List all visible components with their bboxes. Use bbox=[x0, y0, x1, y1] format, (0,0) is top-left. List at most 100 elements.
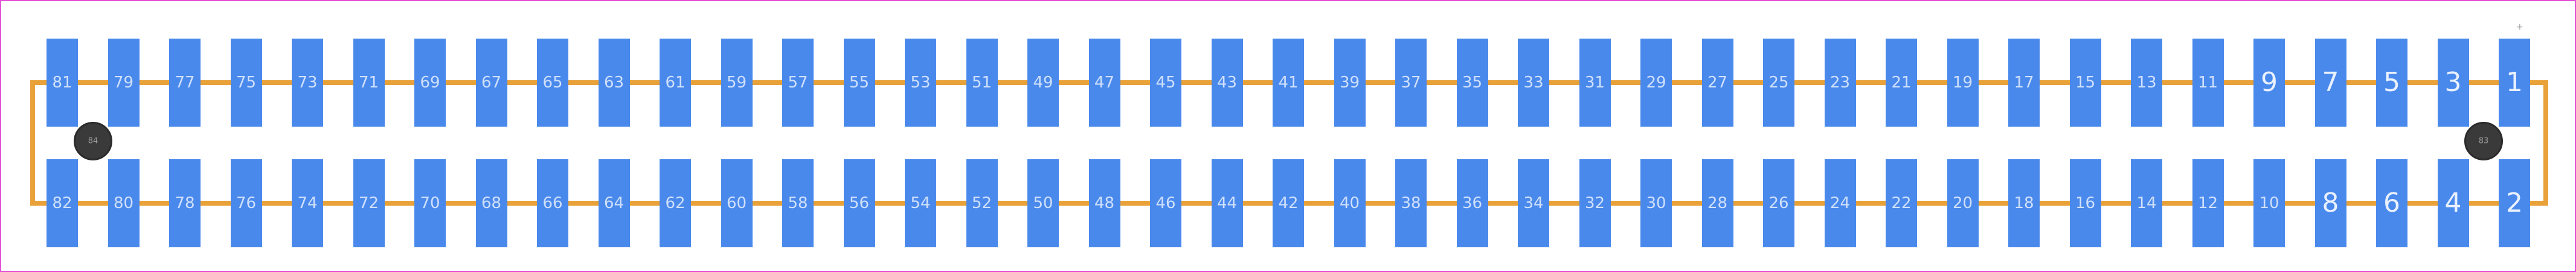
pad-40[interactable]: 40 bbox=[1334, 159, 1366, 247]
pad-33[interactable]: 33 bbox=[1518, 39, 1549, 127]
pad-49[interactable]: 49 bbox=[1027, 39, 1059, 127]
pad-69[interactable]: 69 bbox=[414, 39, 446, 127]
pad-41[interactable]: 41 bbox=[1273, 39, 1304, 127]
pad-13[interactable]: 13 bbox=[2131, 39, 2162, 127]
pad-10[interactable]: 10 bbox=[2253, 159, 2285, 247]
pad-72[interactable]: 72 bbox=[353, 159, 385, 247]
pad-70[interactable]: 70 bbox=[414, 159, 446, 247]
pad-76[interactable]: 76 bbox=[230, 159, 262, 247]
bottom-trace-segment bbox=[260, 201, 293, 206]
pad-38[interactable]: 38 bbox=[1395, 159, 1427, 247]
pad-19[interactable]: 19 bbox=[1947, 39, 1979, 127]
pad-11[interactable]: 11 bbox=[2192, 39, 2224, 127]
pad-number: 19 bbox=[1952, 74, 1973, 92]
pad-77[interactable]: 77 bbox=[169, 39, 201, 127]
pad-34[interactable]: 34 bbox=[1518, 159, 1549, 247]
pad-63[interactable]: 63 bbox=[598, 39, 630, 127]
pad-26[interactable]: 26 bbox=[1763, 159, 1794, 247]
pad-16[interactable]: 16 bbox=[2069, 159, 2101, 247]
mounting-hole-83[interactable]: 83 bbox=[2464, 122, 2503, 160]
pad-74[interactable]: 74 bbox=[292, 159, 323, 247]
pad-55[interactable]: 55 bbox=[843, 39, 875, 127]
pad-1[interactable]: 1 bbox=[2499, 39, 2530, 127]
pad-21[interactable]: 21 bbox=[1886, 39, 1917, 127]
pad-number: 67 bbox=[481, 74, 502, 92]
pad-52[interactable]: 52 bbox=[966, 159, 998, 247]
pad-37[interactable]: 37 bbox=[1395, 39, 1427, 127]
pad-73[interactable]: 73 bbox=[292, 39, 323, 127]
pad-35[interactable]: 35 bbox=[1456, 39, 1488, 127]
pad-48[interactable]: 48 bbox=[1088, 159, 1120, 247]
mounting-hole-84[interactable]: 84 bbox=[74, 122, 112, 160]
pad-number: 8 bbox=[2322, 188, 2339, 218]
pad-6[interactable]: 6 bbox=[2376, 159, 2407, 247]
pad-50[interactable]: 50 bbox=[1027, 159, 1059, 247]
pad-39[interactable]: 39 bbox=[1334, 39, 1366, 127]
pad-5[interactable]: 5 bbox=[2376, 39, 2407, 127]
pad-82[interactable]: 82 bbox=[47, 159, 78, 247]
pad-36[interactable]: 36 bbox=[1456, 159, 1488, 247]
pad-number: 33 bbox=[1523, 74, 1544, 92]
pad-60[interactable]: 60 bbox=[721, 159, 753, 247]
pad-18[interactable]: 18 bbox=[2008, 159, 2040, 247]
pad-25[interactable]: 25 bbox=[1763, 39, 1794, 127]
pad-9[interactable]: 9 bbox=[2253, 39, 2285, 127]
pad-59[interactable]: 59 bbox=[721, 39, 753, 127]
pad-number: 13 bbox=[2136, 74, 2157, 92]
pad-28[interactable]: 28 bbox=[1701, 159, 1733, 247]
pad-54[interactable]: 54 bbox=[905, 159, 936, 247]
pad-27[interactable]: 27 bbox=[1701, 39, 1733, 127]
pad-51[interactable]: 51 bbox=[966, 39, 998, 127]
pad-29[interactable]: 29 bbox=[1640, 39, 1672, 127]
pad-58[interactable]: 58 bbox=[782, 159, 814, 247]
pad-57[interactable]: 57 bbox=[782, 39, 814, 127]
pad-44[interactable]: 44 bbox=[1211, 159, 1243, 247]
pad-65[interactable]: 65 bbox=[537, 39, 568, 127]
bottom-trace-segment bbox=[2038, 201, 2071, 206]
pad-79[interactable]: 79 bbox=[108, 39, 140, 127]
pad-64[interactable]: 64 bbox=[598, 159, 630, 247]
pad-number: 27 bbox=[1707, 74, 1728, 92]
pad-24[interactable]: 24 bbox=[1824, 159, 1856, 247]
pad-number: 22 bbox=[1891, 194, 1912, 212]
pad-75[interactable]: 75 bbox=[230, 39, 262, 127]
pad-3[interactable]: 3 bbox=[2437, 39, 2469, 127]
pad-20[interactable]: 20 bbox=[1947, 159, 1979, 247]
pad-46[interactable]: 46 bbox=[1150, 159, 1181, 247]
bottom-trace-segment bbox=[383, 201, 416, 206]
pad-45[interactable]: 45 bbox=[1150, 39, 1181, 127]
pad-78[interactable]: 78 bbox=[169, 159, 201, 247]
pad-17[interactable]: 17 bbox=[2008, 39, 2040, 127]
pad-80[interactable]: 80 bbox=[108, 159, 140, 247]
pad-30[interactable]: 30 bbox=[1640, 159, 1672, 247]
bottom-trace-segment bbox=[1916, 201, 1948, 206]
top-trace-segment bbox=[1058, 80, 1090, 85]
pad-53[interactable]: 53 bbox=[905, 39, 936, 127]
pad-81[interactable]: 81 bbox=[47, 39, 78, 127]
pad-43[interactable]: 43 bbox=[1211, 39, 1243, 127]
pad-68[interactable]: 68 bbox=[475, 159, 507, 247]
bottom-trace-segment bbox=[1241, 201, 1274, 206]
pad-66[interactable]: 66 bbox=[537, 159, 568, 247]
pad-22[interactable]: 22 bbox=[1886, 159, 1917, 247]
pad-7[interactable]: 7 bbox=[2314, 39, 2346, 127]
bottom-trace-segment bbox=[506, 201, 538, 206]
pad-15[interactable]: 15 bbox=[2069, 39, 2101, 127]
pad-8[interactable]: 8 bbox=[2314, 159, 2346, 247]
pad-62[interactable]: 62 bbox=[660, 159, 691, 247]
pad-67[interactable]: 67 bbox=[475, 39, 507, 127]
pad-47[interactable]: 47 bbox=[1088, 39, 1120, 127]
pad-12[interactable]: 12 bbox=[2192, 159, 2224, 247]
pad-23[interactable]: 23 bbox=[1824, 39, 1856, 127]
top-trace-segment bbox=[445, 80, 477, 85]
pad-42[interactable]: 42 bbox=[1273, 159, 1304, 247]
pad-2[interactable]: 2 bbox=[2499, 159, 2530, 247]
pad-56[interactable]: 56 bbox=[843, 159, 875, 247]
outline-top-left-stub bbox=[30, 80, 54, 85]
pad-14[interactable]: 14 bbox=[2131, 159, 2162, 247]
pad-32[interactable]: 32 bbox=[1579, 159, 1611, 247]
pad-71[interactable]: 71 bbox=[353, 39, 385, 127]
pad-61[interactable]: 61 bbox=[660, 39, 691, 127]
pad-4[interactable]: 4 bbox=[2437, 159, 2469, 247]
pad-31[interactable]: 31 bbox=[1579, 39, 1611, 127]
